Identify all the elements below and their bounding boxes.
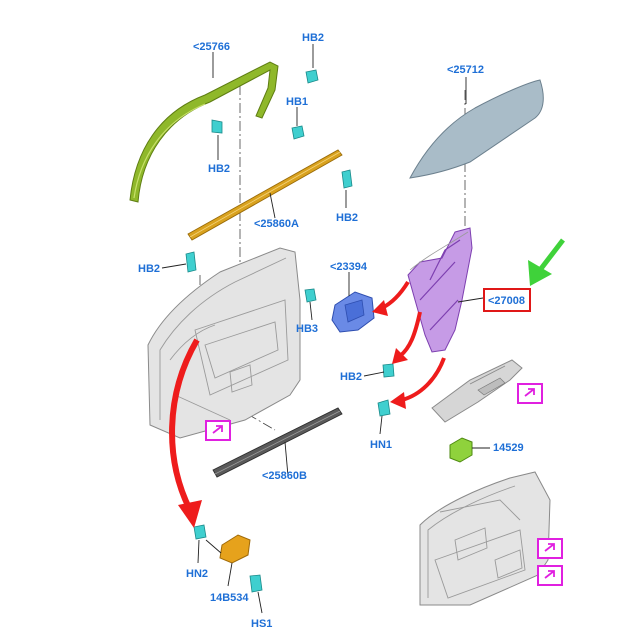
hb2-clip-belt xyxy=(341,169,353,189)
hn2-nut xyxy=(193,524,207,540)
red-arrows xyxy=(169,280,446,528)
label-hb2-top[interactable]: HB2 xyxy=(302,32,324,44)
labels: <25766 <25712 HB2 HB1 HB2 <25860A HB2 HB… xyxy=(138,32,525,630)
window-regulator[interactable] xyxy=(407,227,473,353)
window-switch[interactable] xyxy=(449,437,473,463)
reference-arrow-icon xyxy=(544,570,555,579)
hb2-clip-door xyxy=(185,251,197,273)
door-trim-panel[interactable] xyxy=(419,471,551,606)
hb2-clip-reg xyxy=(382,363,395,378)
green-arrow xyxy=(528,238,565,286)
hb2-clip-top xyxy=(305,69,319,84)
label-regulator[interactable]: <27008 xyxy=(488,295,525,307)
glass-run-channel[interactable] xyxy=(129,61,279,203)
label-module[interactable]: 14B534 xyxy=(210,592,249,604)
belt-weatherstrip-inner[interactable] xyxy=(212,407,343,478)
label-belt-outer[interactable]: <25860A xyxy=(254,218,299,230)
window-motor[interactable] xyxy=(331,291,375,333)
label-glass[interactable]: <25712 xyxy=(447,64,484,76)
window-glass[interactable] xyxy=(409,79,544,179)
label-hn2[interactable]: HN2 xyxy=(186,568,208,580)
label-motor[interactable]: <23394 xyxy=(330,261,368,273)
reference-arrow-icon xyxy=(212,425,223,434)
label-belt-inner[interactable]: <25860B xyxy=(262,470,307,482)
hb3-bolt xyxy=(304,288,317,303)
belt-weatherstrip-outer[interactable] xyxy=(187,149,343,241)
reference-box[interactable] xyxy=(205,420,231,441)
fasteners xyxy=(185,69,395,593)
hn1-nut xyxy=(377,399,391,417)
door-outer-shell[interactable] xyxy=(147,247,301,439)
reference-box[interactable] xyxy=(517,383,543,404)
reference-arrow-icon xyxy=(524,388,535,397)
reference-box[interactable] xyxy=(537,538,563,559)
hb1-clip xyxy=(291,125,305,140)
label-hb2-reg[interactable]: HB2 xyxy=(340,371,362,383)
switch-bezel[interactable] xyxy=(431,359,523,423)
hb2-clip-left xyxy=(211,119,223,134)
leader-lines xyxy=(161,44,490,614)
label-hb2-belt[interactable]: HB2 xyxy=(336,212,358,224)
label-hs1[interactable]: HS1 xyxy=(251,618,272,630)
control-module[interactable] xyxy=(219,534,251,564)
label-hb2-left[interactable]: HB2 xyxy=(208,163,230,175)
label-hb3[interactable]: HB3 xyxy=(296,323,318,335)
label-hb2-door[interactable]: HB2 xyxy=(138,263,160,275)
label-switch[interactable]: 14529 xyxy=(493,442,524,454)
regulator-highlight-box xyxy=(483,288,531,312)
hs1-screw xyxy=(249,574,263,593)
label-hn1[interactable]: HN1 xyxy=(370,439,392,451)
label-hb1[interactable]: HB1 xyxy=(286,96,308,108)
label-run-channel[interactable]: <25766 xyxy=(193,41,230,53)
reference-arrow-icon xyxy=(544,543,555,552)
reference-box[interactable] xyxy=(537,565,563,586)
